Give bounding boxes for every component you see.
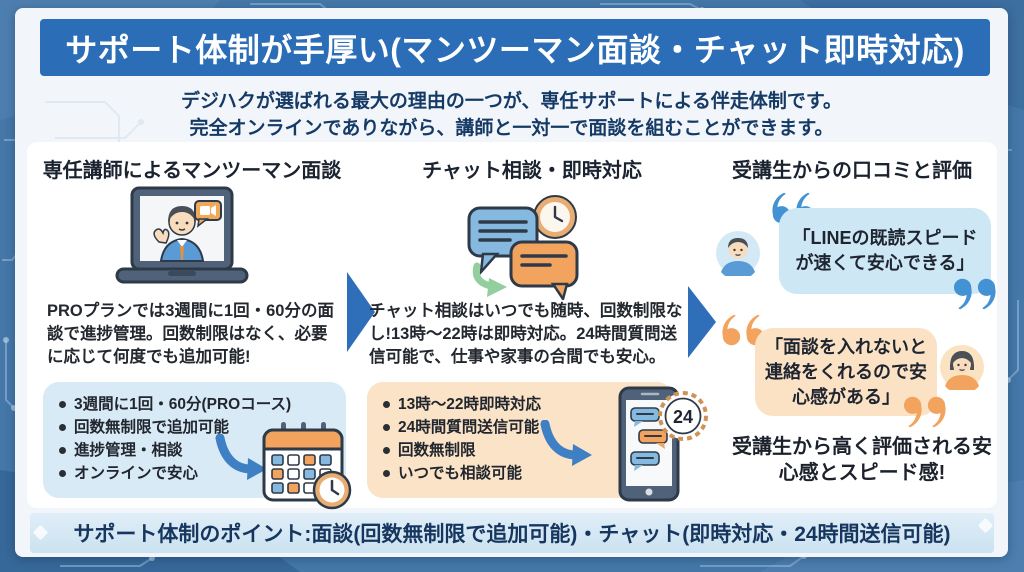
quote-text: 「LINEの既読スピードが速くて安心できる」 (792, 228, 978, 273)
intro-text: デジハクが選ばれる最大の理由の一つが、専任サポートによる伴走体制です。 完全オン… (15, 88, 1008, 142)
right-triangle-arrow-icon (688, 286, 716, 358)
curved-arrow-icon (540, 420, 592, 466)
bullet-dot-icon (59, 470, 66, 477)
orange-chat-bubble (509, 240, 579, 300)
clock-24-badge: 24 (673, 407, 693, 427)
female-student-avatar (940, 345, 984, 390)
video-camera-bubble-icon (194, 200, 222, 228)
reviews-closing-text: 受講生から高く評価される安心感とスピード感! (732, 436, 992, 484)
male-student-avatar (716, 231, 760, 276)
chat-bullet-box: 13時〜22時即時対応 24時間質問送信可能 回数無制限 いつでも相談可能 (367, 382, 708, 502)
calendar-clock-icon (262, 422, 352, 510)
mentoring-bullet-box: 3週間に1回・60分(PROコース) 回数無制限で追加可能 進捗管理・相談 オン… (43, 382, 352, 510)
intro-line-2: 完全オンラインでありながら、講師と一対一で面談を組むことができます。 (189, 118, 834, 139)
list-item: 24時間質問送信可能 (381, 416, 673, 439)
curved-arrow-icon (215, 434, 267, 480)
review-quote-bubble: 「LINEの既読スピードが速くて安心できる」 (779, 208, 991, 294)
chat-bullet-list: 13時〜22時即時対応 24時間質問送信可能 回数無制限 いつでも相談可能 (381, 393, 673, 485)
mentoring-heading: 専任講師によるマンツーマン面談 (42, 160, 342, 182)
list-item: 13時〜22時即時対応 (381, 393, 673, 416)
chat-heading: チャット相談・即時対応 (422, 160, 642, 182)
content-panel: 専任講師によるマンツーマン面談 PROプランでは3週間に1回・60分の面談で進捗… (27, 142, 997, 510)
quote-text: 「面談を入れないと連絡をくれるので安心感がある」 (765, 336, 927, 407)
chat-description: チャット相談はいつでも随時、回数制限なし!13時〜22時は即時対応。24時間質問… (369, 302, 683, 366)
list-item: 回数無制限で追加可能 (57, 416, 346, 439)
bullet-dot-icon (383, 424, 390, 431)
bullet-dot-icon (59, 447, 66, 454)
list-item: 回数無制限 (381, 439, 673, 462)
reviews-heading: 受講生からの口コミと評価 (732, 160, 972, 182)
mentoring-description: PROプランでは3週間に1回・60分の面談で進捗管理。回数制限はなく、必要に応じ… (47, 302, 334, 366)
intro-line-1: デジハクが選ばれる最大の理由の一つが、専任サポートによる伴走体制です。 (180, 91, 842, 112)
bullet-dot-icon (383, 401, 390, 408)
smartphone-24h-icon: 24 (618, 386, 708, 502)
bullet-dot-icon (383, 470, 390, 477)
main-card: サポート体制が手厚い(マンツーマン面談・チャット即時対応) デジハクが選ばれる最… (15, 8, 1008, 557)
footer-summary-bar: サポート体制のポイント:面談(回数無制限で追加可能)・チャット(即時対応・24時… (30, 513, 994, 553)
footer-summary-text: サポート体制のポイント:面談(回数無制限で追加可能)・チャット(即時対応・24時… (73, 523, 951, 546)
video-call-illustration (115, 186, 249, 284)
bullet-dot-icon (383, 447, 390, 454)
mentoring-bullet-list: 3週間に1回・60分(PROコース) 回数無制限で追加可能 進捗管理・相談 オン… (57, 393, 346, 485)
list-item: いつでも相談可能 (381, 462, 673, 485)
page-title: サポート体制が手厚い(マンツーマン面談・チャット即時対応) (65, 31, 965, 68)
review-quote-bubble: 「面談を入れないと連絡をくれるので安心感がある」 (755, 328, 937, 416)
bullet-dot-icon (59, 424, 66, 431)
chat-bubbles-illustration (467, 195, 579, 300)
list-item: オンラインで安心 (57, 462, 346, 485)
title-banner: サポート体制が手厚い(マンツーマン面談・チャット即時対応) (40, 19, 990, 76)
bullet-dot-icon (59, 401, 66, 408)
close-quote-icon (903, 396, 946, 428)
list-item: 3週間に1回・60分(PROコース) (57, 393, 346, 416)
close-quote-icon (953, 278, 996, 310)
right-triangle-arrow-icon (347, 272, 375, 352)
list-item: 進捗管理・相談 (57, 439, 346, 462)
